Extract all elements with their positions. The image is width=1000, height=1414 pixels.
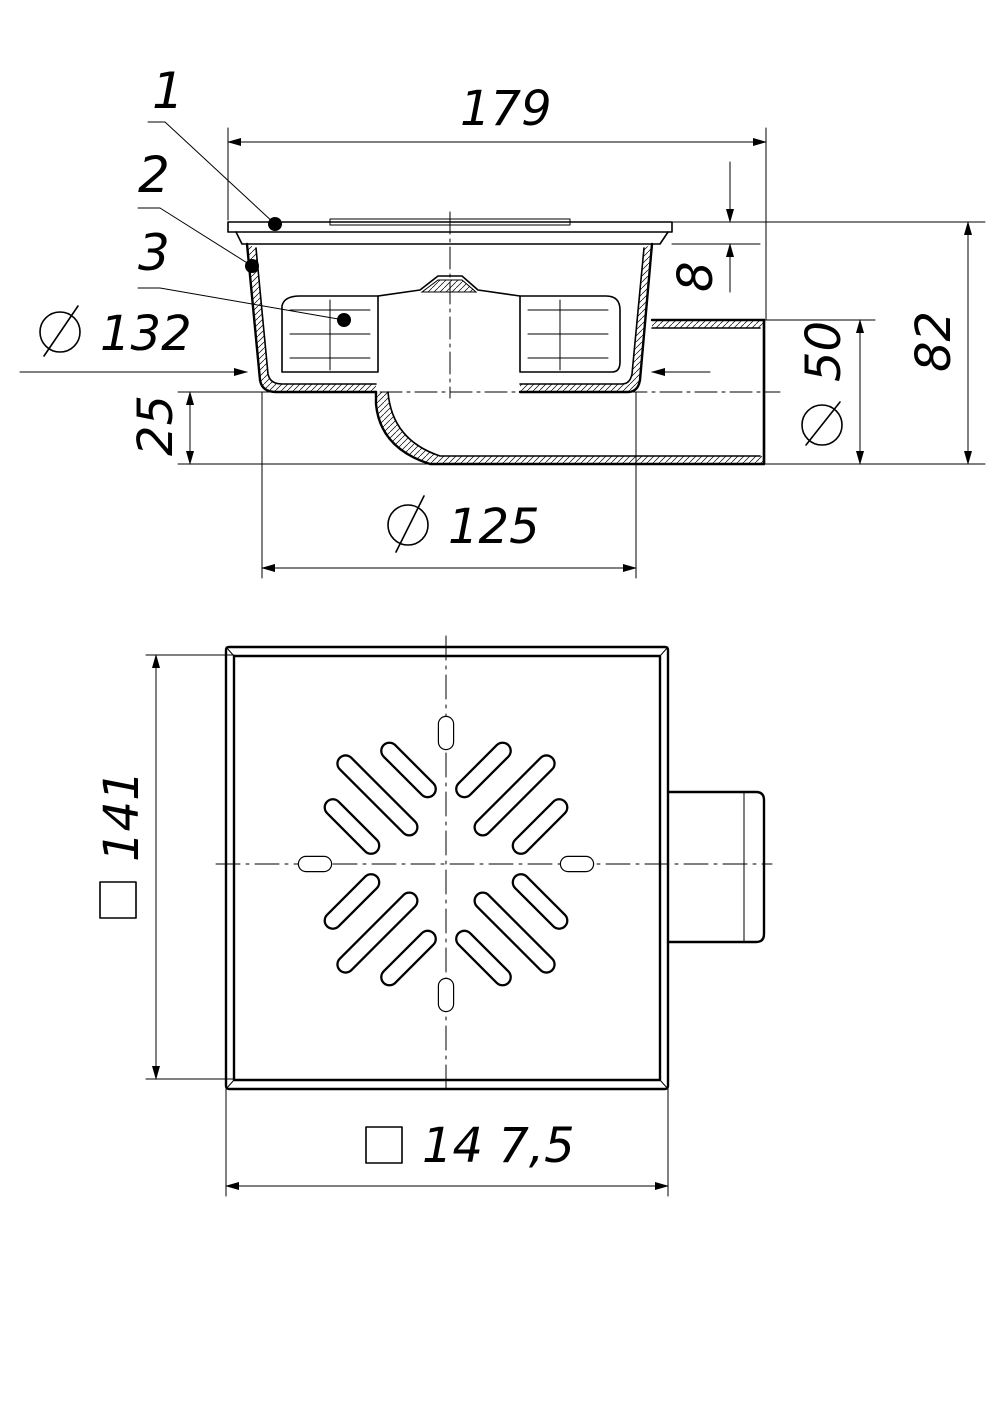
dim-8-label: 8: [668, 261, 724, 292]
dim-82-label: 82: [906, 311, 962, 372]
dim-inner-diameter: 132: [19, 305, 711, 376]
outer-frame: [224, 645, 670, 1091]
dim-body-diameter: 125: [261, 391, 637, 579]
dim-inner-square: 141: [94, 654, 235, 1080]
inner-grate: [232, 654, 662, 1082]
dim-25-label: 25: [128, 395, 184, 456]
grate-slots: [297, 715, 595, 1013]
dim-outer-square: 14 7,5: [225, 1088, 669, 1197]
grate-slot-inner: [475, 756, 554, 835]
dim-overall-width: 179: [227, 81, 767, 321]
dim-outlet-height: 25: [128, 391, 431, 465]
plan-outlet: [666, 790, 766, 944]
leader-label-1: 1: [152, 62, 184, 120]
outlet-pipe: [374, 318, 766, 466]
grate-slot-inner: [513, 800, 567, 853]
square-symbol-icon: [99, 881, 137, 919]
side-view: 1 2 3 179 8 82 50: [19, 62, 986, 579]
grate-slot-inner: [382, 931, 435, 985]
grate-slot-inner: [457, 743, 510, 797]
grate-slot-inner: [325, 875, 379, 928]
dim-179-label: 179: [460, 81, 552, 137]
plan-view: 141 14 7,5: [94, 635, 773, 1197]
dim-total-height: 82: [763, 221, 986, 465]
grate-slot-inner: [325, 800, 379, 853]
square-symbol-icon: [365, 1126, 403, 1164]
dim-50-label: 50: [796, 321, 852, 382]
dim-125-label: 125: [448, 499, 540, 555]
grate-slot-inner: [382, 743, 435, 797]
leader-label-3: 3: [138, 224, 170, 282]
grate-slot-inner: [475, 893, 554, 972]
side-centerlines: [379, 211, 781, 399]
diameter-symbol-icon: [39, 311, 81, 353]
dim-grate-height: 8: [668, 161, 986, 293]
diameter-symbol-icon: [801, 404, 843, 446]
grate-slot-inner: [513, 875, 567, 928]
grate-slot-inner: [338, 893, 417, 972]
diameter-symbol-icon: [387, 504, 429, 546]
leader-label-2: 2: [138, 146, 170, 204]
odour-trap: [281, 275, 621, 373]
dim-141-label: 141: [94, 770, 150, 862]
grate-slot-inner: [338, 756, 417, 835]
grate-slot-inner: [457, 931, 510, 985]
dim-outlet-diameter: 50: [763, 319, 876, 465]
leaders: 1 2 3: [137, 62, 351, 327]
dim-147-5-label: 14 7,5: [422, 1118, 575, 1174]
dim-132-label: 132: [100, 306, 192, 362]
